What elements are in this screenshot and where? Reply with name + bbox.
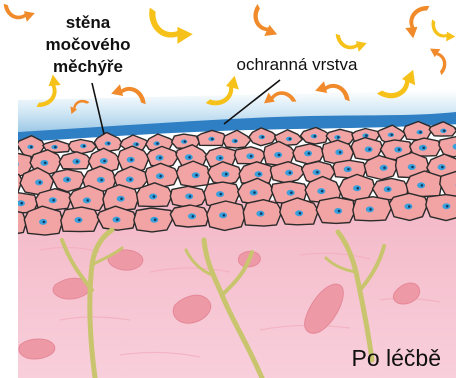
cell-nucleus [4, 180, 12, 186]
curved-arrow-icon [426, 18, 455, 45]
nucleus-core [195, 174, 198, 177]
curved-arrow-icon [247, 3, 277, 41]
nucleus-core [422, 147, 425, 150]
nucleus-core [189, 195, 192, 198]
nucleus-core [156, 142, 159, 145]
nucleus-core [290, 191, 293, 194]
nucleus-core [184, 140, 187, 143]
epithelial-cell [0, 140, 19, 157]
nucleus-core [116, 218, 119, 221]
nucleus-core [398, 148, 401, 151]
nucleus-core [67, 178, 70, 181]
nucleus-core [368, 148, 371, 151]
nucleus-core [8, 182, 11, 185]
nucleus-core [6, 148, 9, 151]
nucleus-core [419, 131, 422, 134]
curved-arrow-icon [0, 2, 35, 25]
nucleus-core [223, 214, 226, 217]
nucleus-core [52, 199, 55, 202]
epithelial-cell [426, 195, 456, 221]
nucleus-core [129, 178, 132, 181]
nucleus-core [159, 175, 162, 178]
after-treatment-label: Po léčbě [351, 345, 441, 371]
nucleus-core [289, 171, 292, 174]
curved-arrow-icon [430, 45, 450, 76]
nucleus-core [154, 218, 157, 221]
curved-arrow-icon [332, 32, 367, 55]
epithelial-cell [223, 130, 251, 148]
curved-arrow-icon [401, 0, 431, 38]
nucleus-core [411, 166, 414, 169]
nucleus-core [44, 162, 47, 165]
nucleus-core [289, 138, 292, 141]
nucleus-core [260, 212, 263, 215]
nucleus-core [211, 138, 214, 141]
nucleus-core [30, 146, 33, 149]
nucleus-core [321, 190, 324, 193]
nucleus-core [250, 155, 253, 158]
nucleus-core [338, 210, 341, 213]
nucleus-core [9, 221, 12, 224]
wall-label-line-3: měchýře [53, 57, 123, 76]
nucleus-core [153, 195, 156, 198]
nucleus-core [225, 173, 228, 176]
nucleus-core [261, 136, 264, 139]
nucleus-core [299, 212, 302, 215]
nucleus-core [308, 152, 311, 155]
nucleus-core [83, 145, 86, 148]
nucleus-core [54, 146, 57, 149]
nucleus-core [130, 158, 133, 161]
nucleus-core [14, 163, 17, 166]
wall-label-line-2: močového [45, 35, 130, 54]
nucleus-core [408, 205, 411, 208]
nucleus-core [347, 168, 350, 171]
nucleus-core [103, 160, 106, 163]
cell-nucleus [3, 147, 9, 151]
nucleus-core [20, 202, 23, 205]
wall-label-line-1: stěna [66, 13, 111, 32]
nucleus-core [43, 221, 46, 224]
nucleus-core [339, 151, 342, 154]
nucleus-core [76, 160, 79, 163]
nucleus-core [220, 193, 223, 196]
nucleus-core [120, 197, 123, 200]
cell-nucleus [6, 219, 14, 225]
nucleus-core [219, 157, 222, 160]
cell-nucleus [11, 161, 19, 167]
nucleus-core [421, 184, 424, 187]
nucleus-core [278, 154, 281, 157]
nucleus-core [107, 142, 110, 145]
nucleus-core [136, 143, 139, 146]
nucleus-core [443, 130, 446, 133]
nucleus-core [365, 134, 368, 137]
nucleus-core [258, 173, 261, 176]
nucleus-core [390, 134, 393, 137]
nucleus-core [357, 187, 360, 190]
nucleus-core [369, 208, 372, 211]
nucleus-core [188, 156, 191, 159]
nucleus-core [383, 167, 386, 170]
protective-layer-label: ochranná vrstva [237, 55, 358, 74]
nucleus-core [387, 188, 390, 191]
nucleus-core [159, 157, 162, 160]
nucleus-core [446, 205, 449, 208]
nucleus-core [337, 136, 340, 139]
nucleus-core [86, 199, 89, 202]
nucleus-core [314, 135, 317, 138]
nucleus-core [39, 181, 42, 184]
nucleus-core [316, 171, 319, 174]
nucleus-core [192, 215, 195, 218]
nucleus-core [234, 140, 237, 143]
curved-arrow-icon [141, 5, 193, 49]
nucleus-core [253, 191, 256, 194]
nucleus-core [100, 179, 103, 182]
epithelial-cell [0, 210, 26, 236]
nucleus-core [78, 219, 81, 222]
nucleus-core [441, 166, 444, 169]
